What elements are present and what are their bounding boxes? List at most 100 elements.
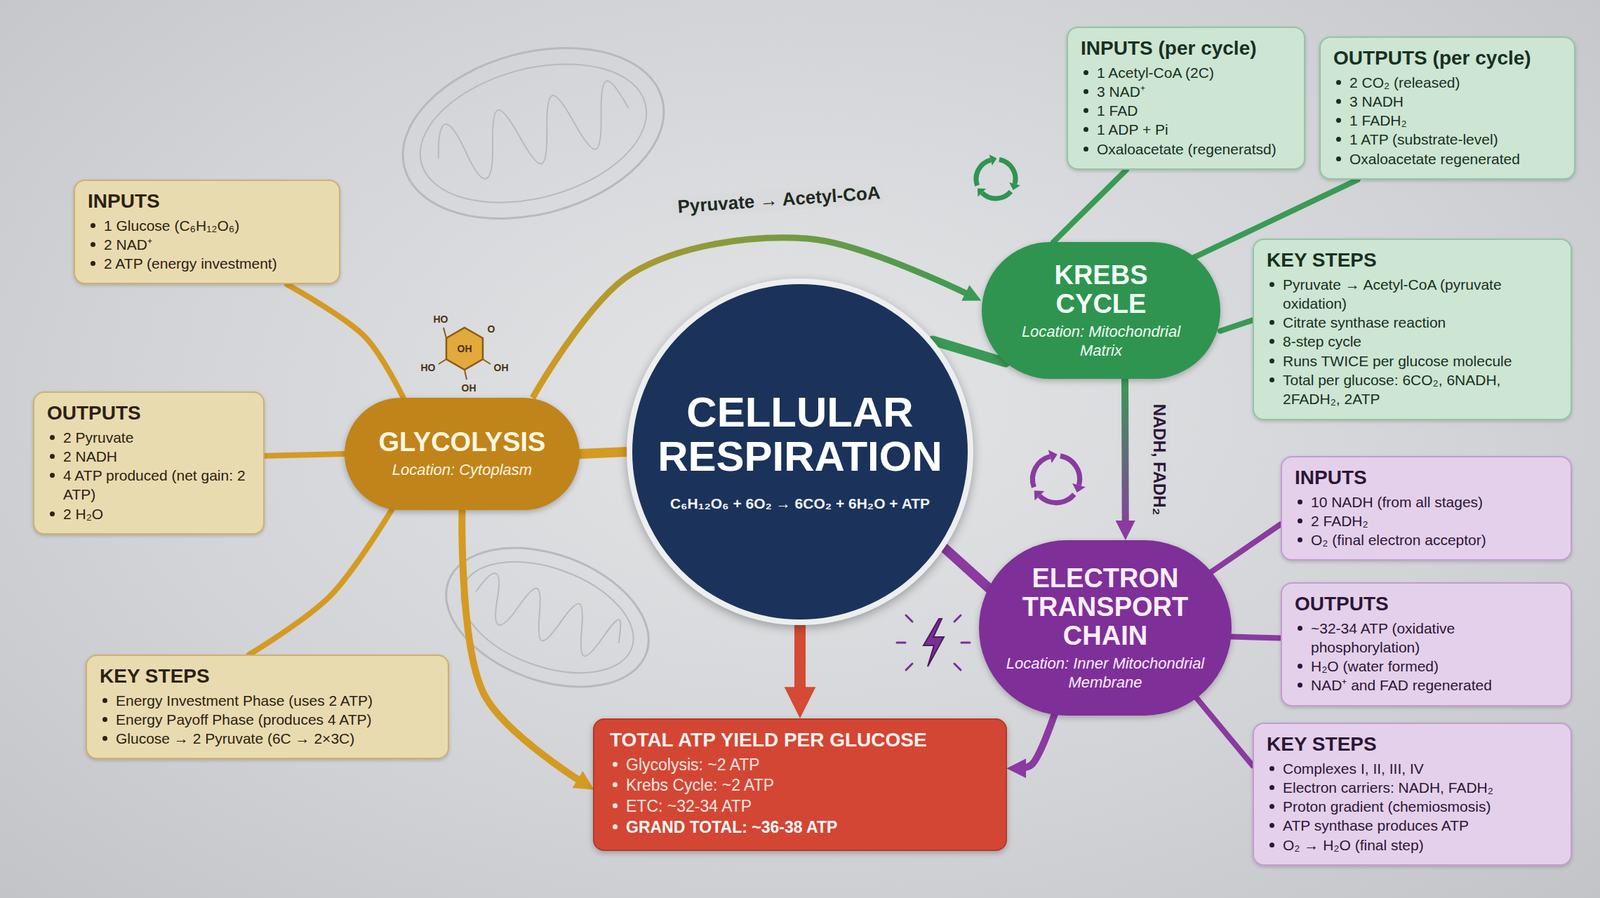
bullet-dot (49, 472, 55, 478)
cycle-icon (1021, 447, 1085, 516)
bullet-row: 2 ATP (energy investment) (87, 254, 327, 273)
bullet-dot (1269, 804, 1275, 810)
flow-arrow (1121, 378, 1130, 529)
bullet-dot (1297, 682, 1303, 688)
bullet-text: Energy Payoff Phase (produces 4 ATP) (115, 710, 372, 730)
node-heading: KEY STEPS (1266, 732, 1558, 757)
bullet-row: ETC: ~32-34 ATP (609, 796, 991, 818)
bullet-dot (1297, 625, 1303, 631)
bullet-text: Electron carriers: NADH, FADH₂ (1282, 778, 1494, 798)
bullet-dot (90, 242, 96, 248)
bullet-row: Energy Payoff Phase (produces 4 ATP) (99, 710, 436, 730)
bullet-text: NAD⁺ and FAD regenerated (1310, 675, 1492, 695)
bullet-dot (1297, 537, 1303, 543)
bullet-dot (1269, 282, 1275, 288)
bullet-dot (49, 435, 55, 440)
bullet-dot (1083, 70, 1089, 76)
bullet-text: Citrate synthase reaction (1282, 312, 1446, 332)
bullet-text: ~32-34 ATP (oxidative phosphorylation) (1310, 618, 1558, 658)
bullet-dot (1336, 98, 1342, 104)
bullet-text: H₂O (water formed) (1310, 656, 1439, 676)
node-heading: OUTPUTS (per cycle) (1333, 46, 1562, 71)
cycle-icon (967, 152, 1021, 210)
bullet-text: 3 NADH (1349, 91, 1404, 111)
bullet-dot (49, 454, 55, 459)
info-box: INPUTS10 NADH (from all stages)2 FADH₂O₂… (1280, 456, 1572, 561)
atom-label: OH (457, 343, 473, 355)
node-heading: OUTPUTS (47, 401, 251, 426)
branch-line (1220, 320, 1253, 331)
stage-pill: GLYCOLYSISLocation: Cytoplasm (344, 397, 580, 511)
flow-arrow (794, 625, 806, 700)
node-heading: GLYCOLYSIS (378, 428, 546, 457)
bullet-dot (1083, 146, 1089, 152)
bullet-dot (612, 803, 618, 809)
total-box: TOTAL ATP YIELD PER GLUCOSEGlycolysis: ~… (592, 718, 1008, 852)
bullet-text: Proton gradient (chemiosmosis) (1282, 797, 1491, 817)
bullet-dot (1336, 136, 1342, 142)
bullet-row: 4 ATP produced (net gain: 2 ATP) (47, 465, 251, 505)
edge-label: Pyruvate → Acetyl-CoA (672, 181, 886, 219)
bullet-dot (1336, 156, 1342, 162)
bullet-row: 2 CO₂ (released) (1333, 72, 1562, 92)
branch-line (249, 510, 392, 655)
bullet-dot (1336, 80, 1342, 85)
bullet-row: 8-step cycle (1266, 331, 1558, 351)
bullet-dot (1336, 117, 1342, 123)
bullet-text: Krebs Cycle: ~2 ATP (625, 775, 775, 797)
branch-line (944, 548, 995, 593)
bullet-text: Runs TWICE per glucose molecule (1282, 351, 1512, 371)
bullet-row: Runs TWICE per glucose molecule (1266, 351, 1558, 371)
bullet-text: Energy Investment Phase (uses 2 ATP) (115, 691, 373, 711)
bullet-text: 1 FADH₂ (1349, 110, 1408, 130)
info-box: KEY STEPSPyruvate → Acetyl-CoA (pyruvate… (1252, 238, 1572, 421)
node-heading: INPUTS (87, 189, 327, 214)
bullet-row: GRAND TOTAL: ~36-38 ATP (609, 817, 991, 839)
info-box: INPUTS1 Glucose (C₆H₁₂O₆)2 NAD⁺2 ATP (en… (73, 179, 341, 285)
bullet-text: Glycolysis: ~2 ATP (625, 755, 760, 777)
node-heading: CELLULAR RESPIRATION (653, 390, 947, 479)
bullet-text: Pyruvate → Acetyl-CoA (pyruvate oxidatio… (1282, 275, 1558, 314)
bullet-dot (1269, 377, 1275, 383)
bullet-row: Proton gradient (chemiosmosis) (1266, 797, 1558, 817)
atom-label: OH (494, 362, 509, 374)
bullet-row: 1 FAD (1080, 101, 1292, 120)
bullet-row: Electron carriers: NADH, FADH₂ (1266, 778, 1558, 798)
branch-line (579, 451, 627, 455)
bullet-dot (1297, 663, 1303, 669)
bullet-text: 10 NADH (from all stages) (1310, 492, 1483, 512)
bullet-row: ~32-34 ATP (oxidative phosphorylation) (1294, 618, 1558, 658)
node-heading: KEY STEPS (1266, 248, 1558, 273)
stage-pill: ELECTRON TRANSPORT CHAINLocation: Inner … (978, 540, 1232, 716)
bullet-text: O₂ (final electron acceptor) (1310, 530, 1487, 550)
bullet-row: 2 H₂O (47, 504, 251, 524)
bullet-dot (1083, 127, 1089, 132)
bullet-dot (1269, 338, 1275, 344)
bullet-text: 2 CO₂ (released) (1349, 72, 1461, 92)
bullet-row: 2 NAD⁺ (87, 235, 327, 255)
node-subtitle: C₆H₁₂O₆ + 6O₂ → 6CO₂ + 6H₂O + ATP (670, 494, 930, 513)
bullet-row: Energy Investment Phase (uses 2 ATP) (99, 691, 436, 711)
bullet-dot (102, 736, 108, 742)
bullet-text: ETC: ~32-34 ATP (625, 796, 752, 818)
info-box: OUTPUTS~32-34 ATP (oxidative phosphoryla… (1280, 582, 1572, 707)
bullet-dot (1083, 89, 1089, 95)
node-subtitle: Location: Mitochondrial Matrix (1005, 322, 1197, 360)
node-heading: INPUTS (1294, 465, 1558, 490)
bullet-text: 1 ADP + Pi (1096, 120, 1169, 139)
bullet-dot (1297, 518, 1303, 524)
bullet-row: O₂ → H₂O (final step) (1266, 835, 1558, 855)
bullet-dot (102, 698, 108, 704)
bullet-text: 2 ATP (energy investment) (103, 254, 278, 273)
branch-line (287, 284, 404, 398)
bullet-dot (1269, 766, 1275, 772)
bullet-row: 1 ATP (substrate-level) (1333, 129, 1562, 149)
bullet-dot (102, 717, 108, 723)
bullet-row: 3 NAD⁺ (1080, 82, 1292, 102)
node-heading: KREBS CYCLE (1005, 261, 1197, 319)
bullet-row: Glycolysis: ~2 ATP (609, 755, 991, 777)
bullet-dot (1297, 499, 1303, 505)
bullet-row: 1 FADH₂ (1333, 110, 1562, 130)
bullet-row: O₂ (final electron acceptor) (1294, 530, 1558, 550)
